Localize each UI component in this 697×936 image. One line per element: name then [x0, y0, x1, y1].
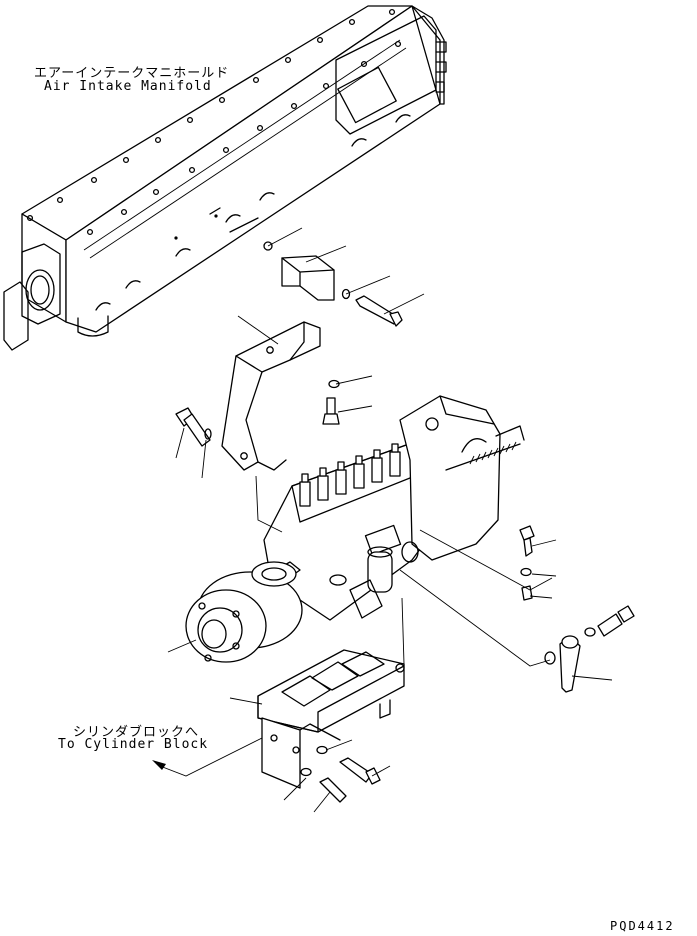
cylinder-block-label-en: To Cylinder Block [58, 737, 209, 752]
cylinder-block-arrow [152, 737, 263, 777]
washer-mid [328, 379, 340, 389]
delivery-valves [299, 443, 401, 507]
manifold-label-jp: エアーインテークマニホールド [34, 66, 230, 81]
pump-support-bracket [257, 649, 405, 789]
manifold-label-en: Air Intake Manifold [44, 79, 212, 94]
vertical-bolt [322, 397, 340, 425]
upper-bolt [341, 288, 403, 327]
injection-pump [185, 395, 525, 663]
bracket-plate [221, 321, 321, 471]
manifold-bolt-holes [26, 8, 402, 236]
bracket-spacer [281, 255, 335, 301]
leader-lines [167, 227, 613, 813]
right-fittings [519, 525, 635, 693]
air-intake-manifold [3, 5, 447, 351]
left-bolt [175, 407, 211, 447]
drawing-code: PQD4412 [610, 919, 675, 933]
washer-manifold [263, 241, 273, 251]
washer-left [204, 428, 212, 440]
cylinder-block-label-jp: シリンダブロックへ [73, 725, 200, 740]
lower-bolts [300, 745, 381, 803]
